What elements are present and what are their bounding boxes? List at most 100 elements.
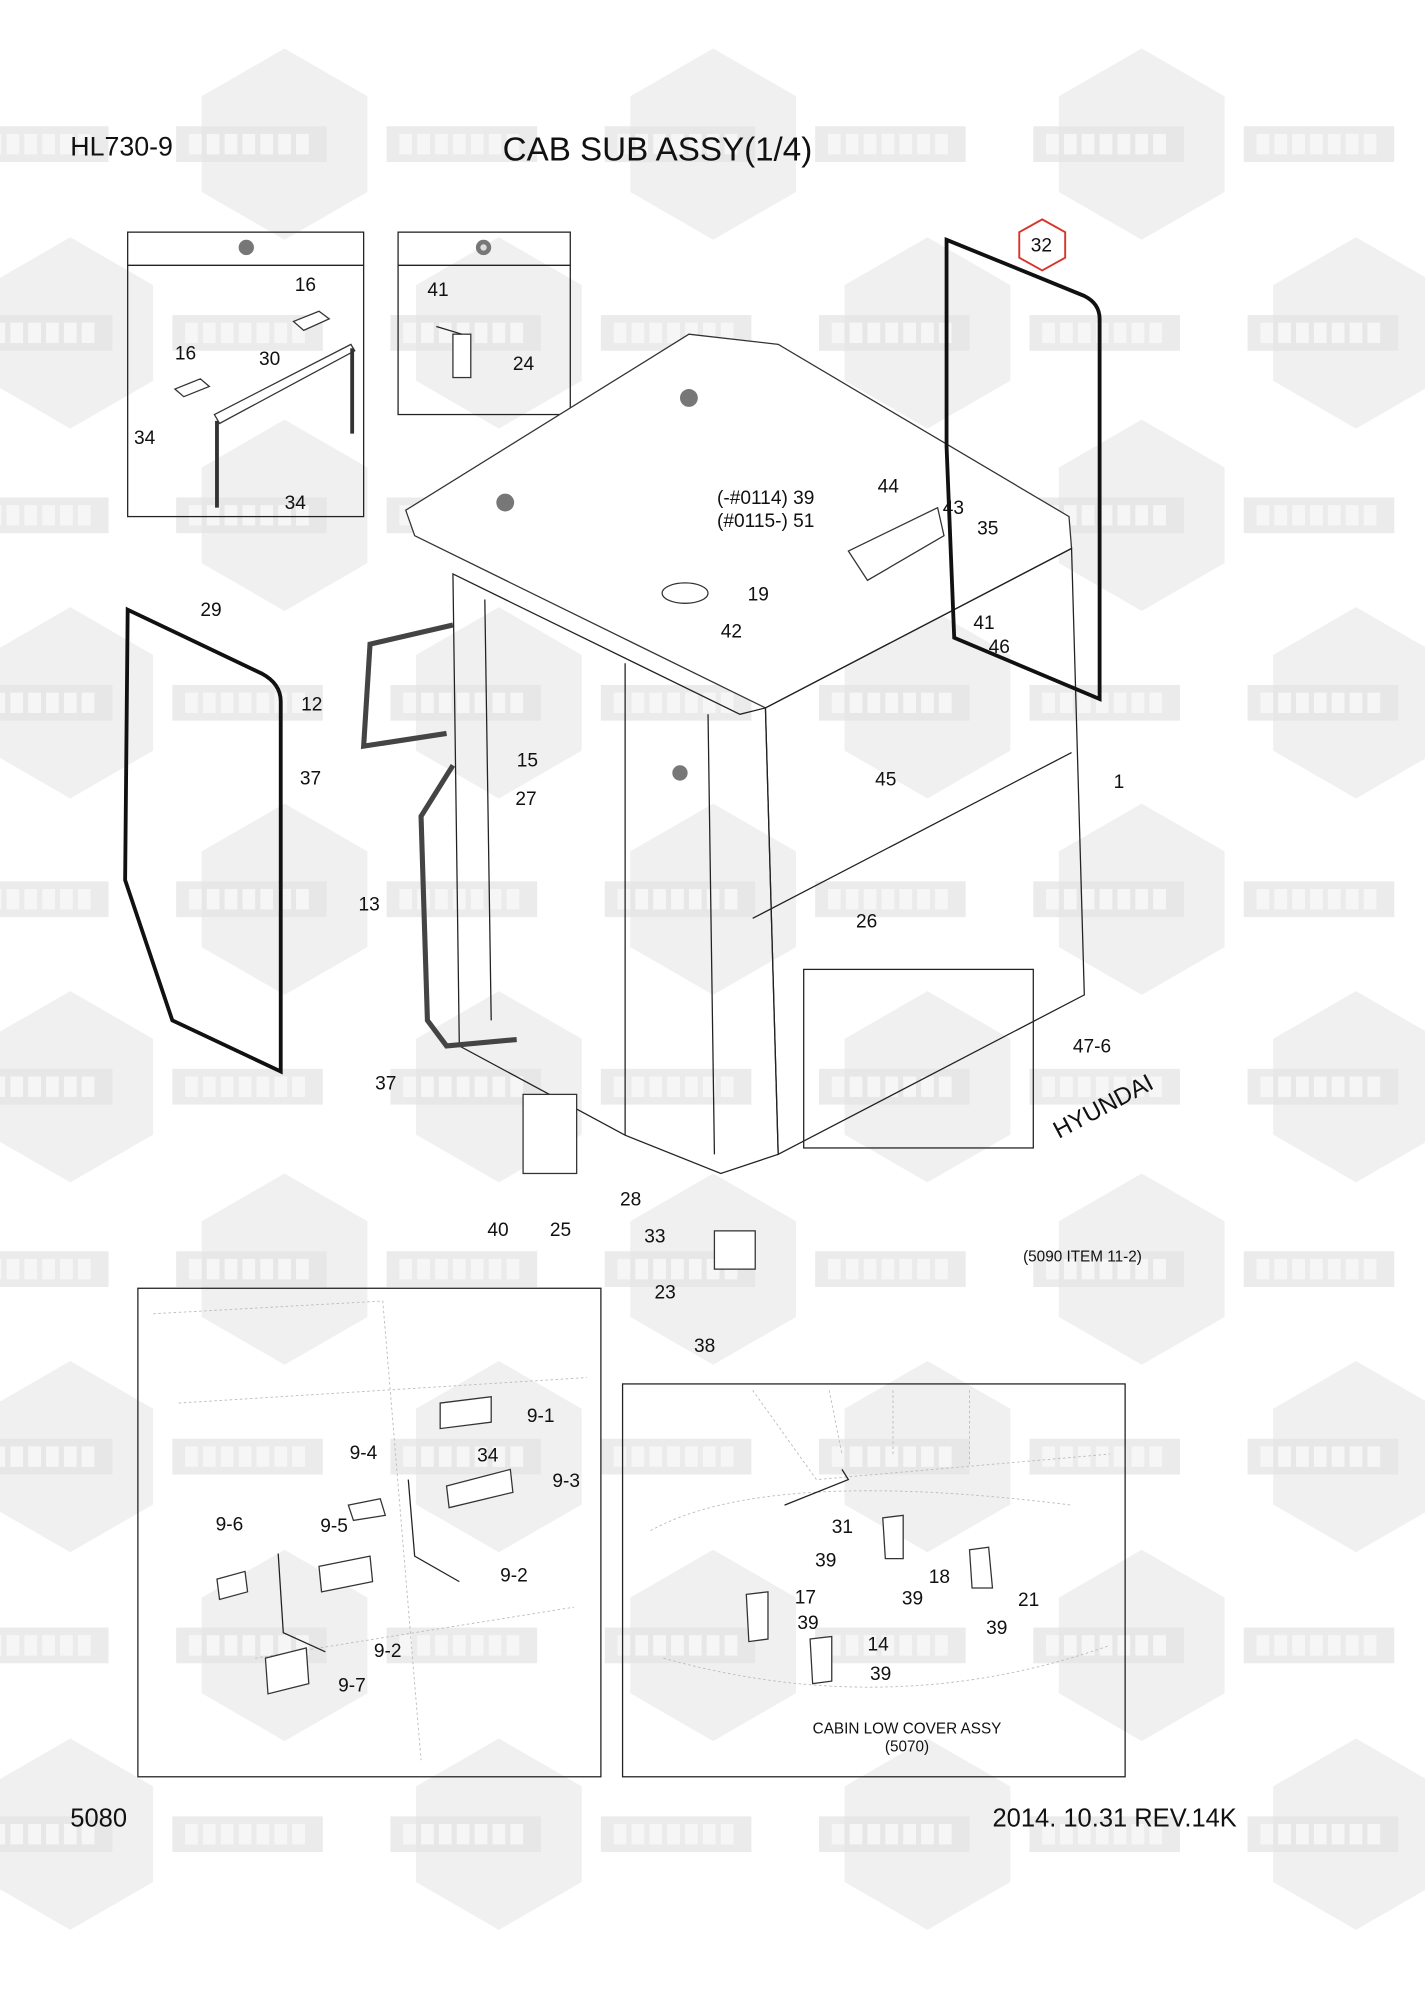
watermark-letter-mark — [506, 133, 520, 155]
watermark-letter-mark — [1113, 1823, 1127, 1845]
watermark-letter-mark — [1260, 322, 1274, 344]
watermark-letter-mark — [1060, 692, 1073, 714]
label-9-3: 9-3 — [552, 1471, 580, 1492]
watermark-letter-mark — [935, 889, 948, 910]
label-41: 41 — [973, 613, 994, 634]
watermark-letter-mark — [1363, 505, 1377, 526]
watermark-letter-mark — [81, 1076, 95, 1097]
watermark-letter-mark — [724, 889, 738, 910]
watermark-letter-mark — [702, 1823, 716, 1845]
watermark-letter-mark — [635, 1258, 649, 1280]
seal-32 — [944, 236, 1102, 702]
watermark-letter-mark — [470, 1635, 484, 1656]
watermark-letter-mark — [688, 1635, 702, 1656]
watermark-letter-mark — [1313, 692, 1327, 714]
watermark-letter-mark — [1042, 692, 1055, 714]
watermark-letter-mark — [435, 133, 448, 155]
watermark-letter-mark — [1363, 133, 1377, 155]
watermark-letter-mark — [617, 133, 631, 155]
watermark-letter-mark — [863, 133, 877, 155]
watermark-letter-mark — [260, 889, 274, 910]
watermark-letter-mark — [1327, 889, 1341, 910]
watermark-letter-mark — [492, 1446, 506, 1467]
watermark-letter-mark — [435, 1258, 448, 1280]
watermark-letter-mark — [1274, 133, 1288, 155]
watermark-letter-mark — [403, 1446, 416, 1467]
watermark-letter-mark — [1099, 1258, 1113, 1280]
label-9-7: 9-7 — [338, 1675, 366, 1696]
watermark-letter-mark — [1077, 692, 1091, 714]
watermark-letter-mark — [399, 889, 413, 910]
watermark-letter-mark — [1367, 322, 1381, 344]
watermark-letter-mark — [77, 889, 91, 910]
watermark-letter-mark — [1095, 1823, 1109, 1845]
watermark-letter-mark — [60, 505, 73, 526]
watermark-letter-mark — [1131, 1076, 1145, 1097]
watermark-letter-mark — [278, 133, 291, 155]
watermark-letter-mark — [0, 505, 2, 526]
watermark-letter-mark — [1367, 692, 1381, 714]
watermark-letter-mark — [274, 1076, 288, 1097]
watermark-letter-mark — [885, 1446, 899, 1467]
watermark-letter-mark — [667, 692, 680, 714]
watermark-letter-mark — [702, 1446, 716, 1467]
watermark-letter-mark — [863, 889, 877, 910]
watermark-letter-mark — [296, 889, 309, 910]
label-35: 35 — [977, 518, 998, 539]
label-39: 39 — [815, 1550, 836, 1571]
label-41: 41 — [427, 280, 448, 301]
watermark-letter-mark — [1313, 322, 1327, 344]
watermark-letter-mark — [1153, 889, 1166, 910]
watermark-letter-mark — [474, 1823, 488, 1845]
watermark-letter-mark — [206, 505, 220, 526]
watermark-letter-mark — [1310, 889, 1323, 910]
watermark-letter-mark — [10, 1823, 24, 1845]
date-revision: 2014. 10.31 REV.14K — [992, 1805, 1236, 1833]
watermark-letter-mark — [635, 889, 649, 910]
watermark-letter-mark — [1256, 505, 1270, 526]
watermark-letter-mark — [849, 1446, 863, 1467]
watermark-letter-mark — [649, 692, 663, 714]
watermark-letter-mark — [492, 1823, 506, 1845]
watermark-letter-mark — [81, 322, 95, 344]
label-47-6: 47-6 — [1073, 1036, 1111, 1057]
watermark-letter-mark — [185, 1823, 198, 1845]
watermark-letter-mark — [188, 133, 202, 155]
watermark-letter-mark — [256, 1823, 270, 1845]
watermark-letter-mark — [1278, 322, 1291, 344]
watermark-letter-mark — [456, 692, 470, 714]
label-9-2: 9-2 — [374, 1641, 402, 1662]
watermark-letter-mark — [6, 133, 20, 155]
watermark-letter-mark — [1117, 505, 1131, 526]
watermark-letter-mark — [421, 1446, 434, 1467]
watermark-letter-mark — [631, 1823, 645, 1845]
watermark-letter-mark — [6, 1258, 20, 1280]
watermark-letter-mark — [456, 1823, 470, 1845]
watermark-letter-mark — [24, 505, 38, 526]
label-26: 26 — [856, 911, 877, 932]
watermark-letter-mark — [474, 322, 488, 344]
watermark-letter-mark — [452, 889, 466, 910]
watermark-letter-mark — [921, 1823, 934, 1845]
watermark-letter-mark — [1099, 133, 1113, 155]
label-37: 37 — [375, 1073, 396, 1094]
watermark-letter-mark — [1331, 692, 1345, 714]
watermark-letter-mark — [935, 133, 948, 155]
watermark-letter-mark — [1310, 1635, 1323, 1656]
watermark-letter-mark — [1331, 1823, 1345, 1845]
watermark-letter-mark — [224, 133, 238, 155]
watermark-letter-mark — [1081, 1258, 1095, 1280]
label-25: 25 — [550, 1220, 571, 1241]
watermark-letter-mark — [667, 1076, 680, 1097]
watermark-letter-mark — [421, 322, 434, 344]
label-32: 32 — [1031, 235, 1052, 256]
watermark-letter-mark — [1296, 1823, 1309, 1845]
watermark-letter-mark — [81, 1446, 95, 1467]
watermark-letter-mark — [24, 1635, 38, 1656]
watermark-letter-mark — [1310, 505, 1323, 526]
watermark-letter-mark — [1278, 692, 1291, 714]
watermark-letter-mark — [63, 1823, 77, 1845]
watermark-letter-mark — [720, 692, 734, 714]
watermark-letter-mark — [1060, 1076, 1073, 1097]
watermark-letter-mark — [1153, 505, 1166, 526]
